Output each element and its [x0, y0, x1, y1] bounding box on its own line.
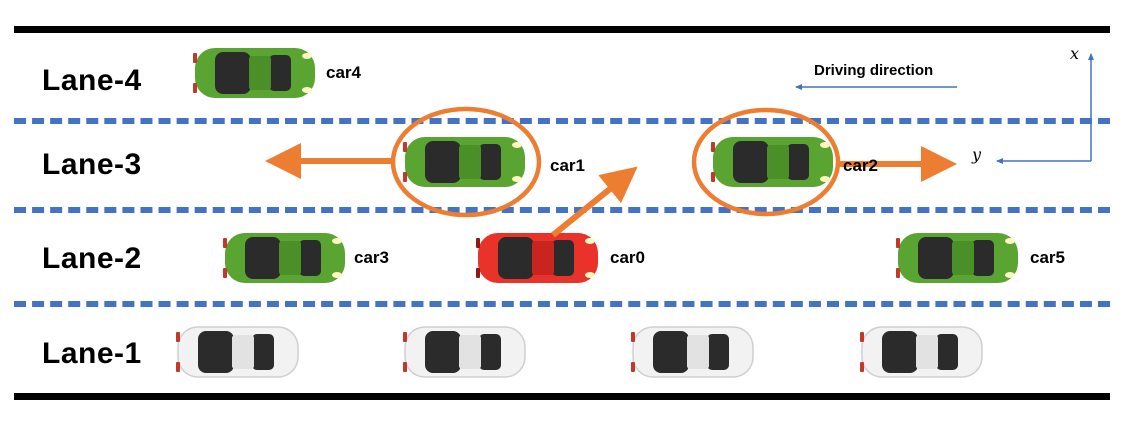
lane1-white-car-3 — [631, 326, 754, 378]
driving-direction-label: Driving direction — [814, 62, 934, 79]
car2-vehicle — [711, 137, 833, 187]
car4-vehicle — [193, 48, 315, 98]
lane-label-2: Lane-2 — [42, 242, 142, 275]
lane1-white-car-4 — [860, 326, 983, 378]
car0-lane-change-arrow — [551, 166, 638, 238]
lane-divider-1-2 — [14, 301, 1110, 307]
lane1-white-car-1 — [176, 326, 299, 378]
lane-divider-2-3 — [14, 207, 1110, 213]
lane-label-1: Lane-1 — [42, 337, 142, 370]
car2-label: car2 — [843, 156, 878, 175]
road-bottom-boundary — [14, 393, 1110, 400]
car1-vehicle — [403, 137, 525, 187]
car0-vehicle — [476, 233, 598, 283]
car0-label: car0 — [610, 248, 645, 267]
lane1-white-car-2 — [403, 326, 526, 378]
car5-vehicle — [896, 233, 1018, 283]
car3-label: car3 — [354, 248, 389, 267]
lane-divider-3-4 — [14, 118, 1110, 124]
lane-label-3: Lane-3 — [42, 148, 142, 181]
car1-label: car1 — [550, 156, 585, 175]
x-axis-label: x — [1070, 44, 1080, 63]
car3-vehicle — [223, 233, 345, 283]
y-axis-label: y — [972, 145, 982, 164]
lane-label-4: Lane-4 — [42, 64, 142, 97]
car5-label: car5 — [1030, 248, 1065, 267]
road-top-boundary — [14, 26, 1110, 33]
car4-label: car4 — [326, 63, 361, 82]
